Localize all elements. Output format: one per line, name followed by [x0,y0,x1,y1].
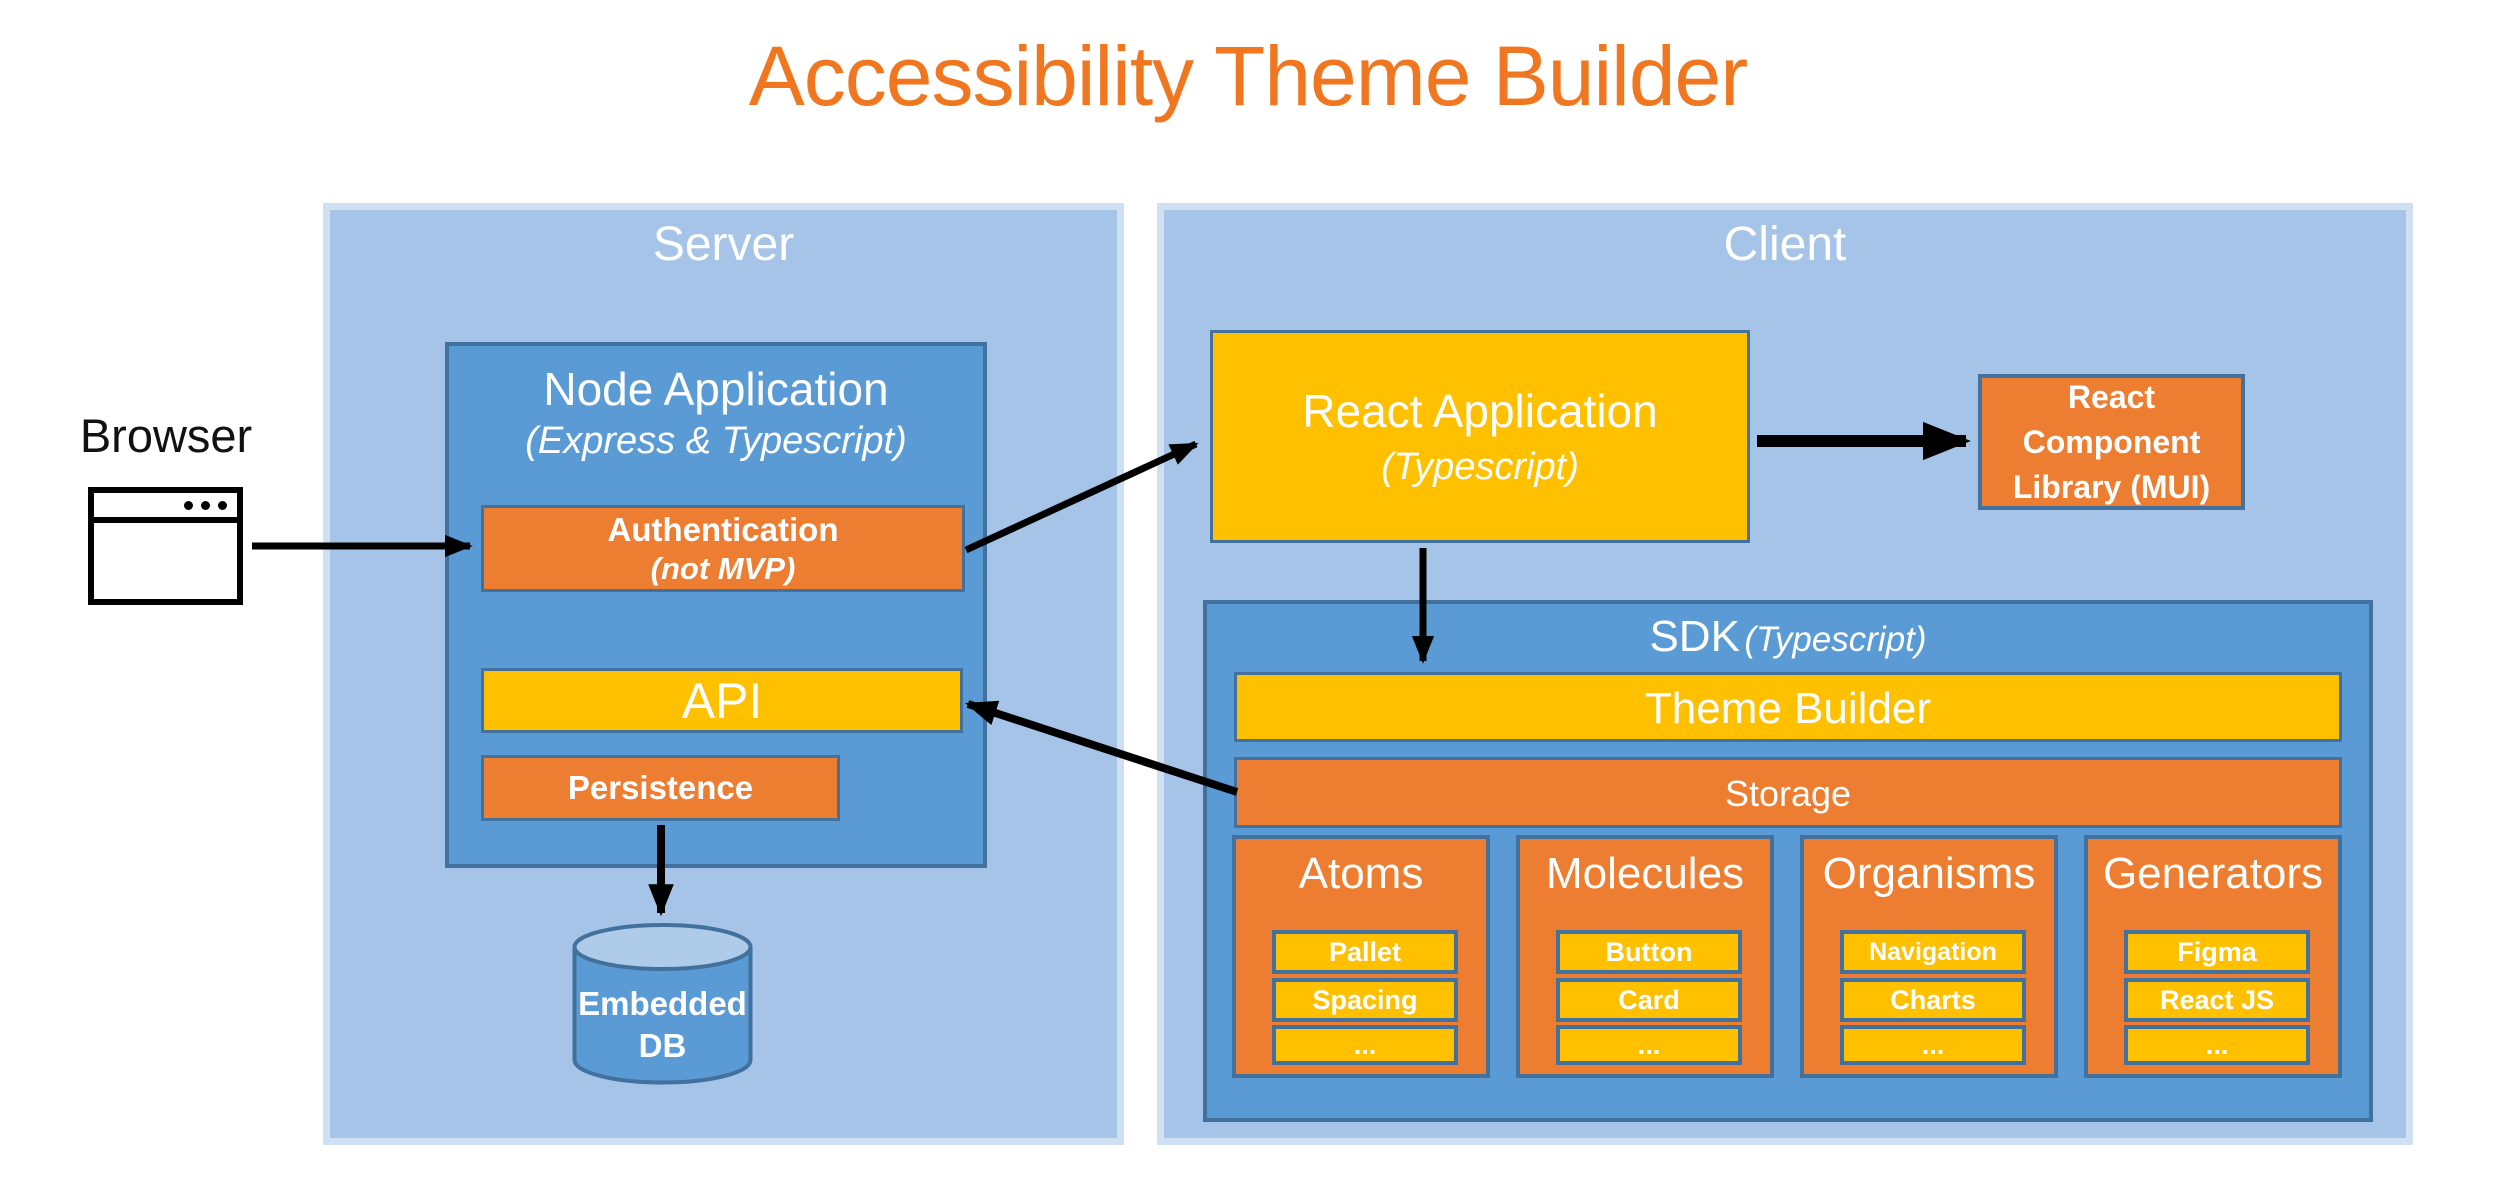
react-component-library-box: React Component Library (MUI) [1978,374,2245,510]
browser-titlebar [94,493,237,523]
browser-dot-icon [201,500,210,510]
rcl-line3: Library (MUI) [2012,468,2211,505]
generators-item-reactjs: React JS [2124,978,2310,1022]
api-box: API [481,668,963,733]
node-application-subtitle: (Express & Typescript) [525,420,907,462]
sdk-title: SDK [1649,612,1740,661]
page-title: Accessibility Theme Builder [748,29,1749,123]
node-application-box: Node Application (Express & Typescript) … [445,342,987,868]
authentication-subtitle: (not MVP) [650,550,796,586]
database-cylinder-icon [572,923,753,1085]
molecules-item-more: ... [1556,1025,1742,1065]
category-atoms-box: Atoms Pallet Spacing ... [1232,835,1490,1078]
molecules-item-button: Button [1556,930,1742,974]
sdk-box: SDK (Typescript) Theme Builder Storage A… [1203,600,2373,1122]
storage-label: Storage [1724,773,1852,814]
category-organisms-box: Organisms Navigation Charts ... [1800,835,2058,1078]
authentication-title: Authentication [607,510,839,548]
authentication-box: Authentication (not MVP) [481,505,965,592]
api-label: API [681,673,763,729]
client-panel: Client React Application (Typescript) Re… [1157,203,2413,1145]
storage-bar: Storage [1234,757,2342,828]
organisms-item-navigation: Navigation [1840,930,2026,974]
theme-builder-bar: Theme Builder [1234,672,2342,742]
browser-label: Browser [79,409,253,462]
react-application-box: React Application (Typescript) [1210,330,1750,543]
category-molecules-box: Molecules Button Card ... [1516,835,1774,1078]
react-application-title: React Application [1302,385,1658,437]
rcl-line2: Component [2022,423,2201,460]
react-application-subtitle: (Typescript) [1381,446,1579,488]
atoms-item-more: ... [1272,1025,1458,1065]
organisms-item-more: ... [1840,1025,2026,1065]
persistence-label: Persistence [567,769,754,806]
molecules-item-card: Card [1556,978,1742,1022]
server-panel: Server Node Application (Express & Types… [323,203,1124,1145]
persistence-box: Persistence [481,755,840,821]
sdk-subtitle: (Typescript) [1744,620,1927,659]
embedded-db-label: Embedded DB [578,985,747,1064]
organisms-item-charts: Charts [1840,978,2026,1022]
atoms-item-pallet: Pallet [1272,930,1458,974]
sdk-header: SDK (Typescript) [1207,612,2369,662]
browser-window-icon [88,487,243,605]
category-generators-box: Generators Figma React JS ... [2084,835,2342,1078]
embedded-db: Embedded DB [572,923,753,1087]
browser-dot-icon [218,500,227,510]
generators-item-more: ... [2124,1025,2310,1065]
theme-builder-label: Theme Builder [1644,684,1932,733]
category-atoms-label: Atoms [1298,849,1424,898]
category-generators-label: Generators [2102,849,2324,898]
server-panel-label: Server [652,218,795,271]
atoms-item-spacing: Spacing [1272,978,1458,1022]
browser-dot-icon [184,500,193,510]
generators-item-figma: Figma [2124,930,2310,974]
client-panel-label: Client [1723,218,1847,271]
node-application-title: Node Application [543,363,889,415]
category-molecules-label: Molecules [1545,849,1745,898]
rcl-line1: React [2067,378,2156,415]
category-organisms-label: Organisms [1822,849,2036,898]
